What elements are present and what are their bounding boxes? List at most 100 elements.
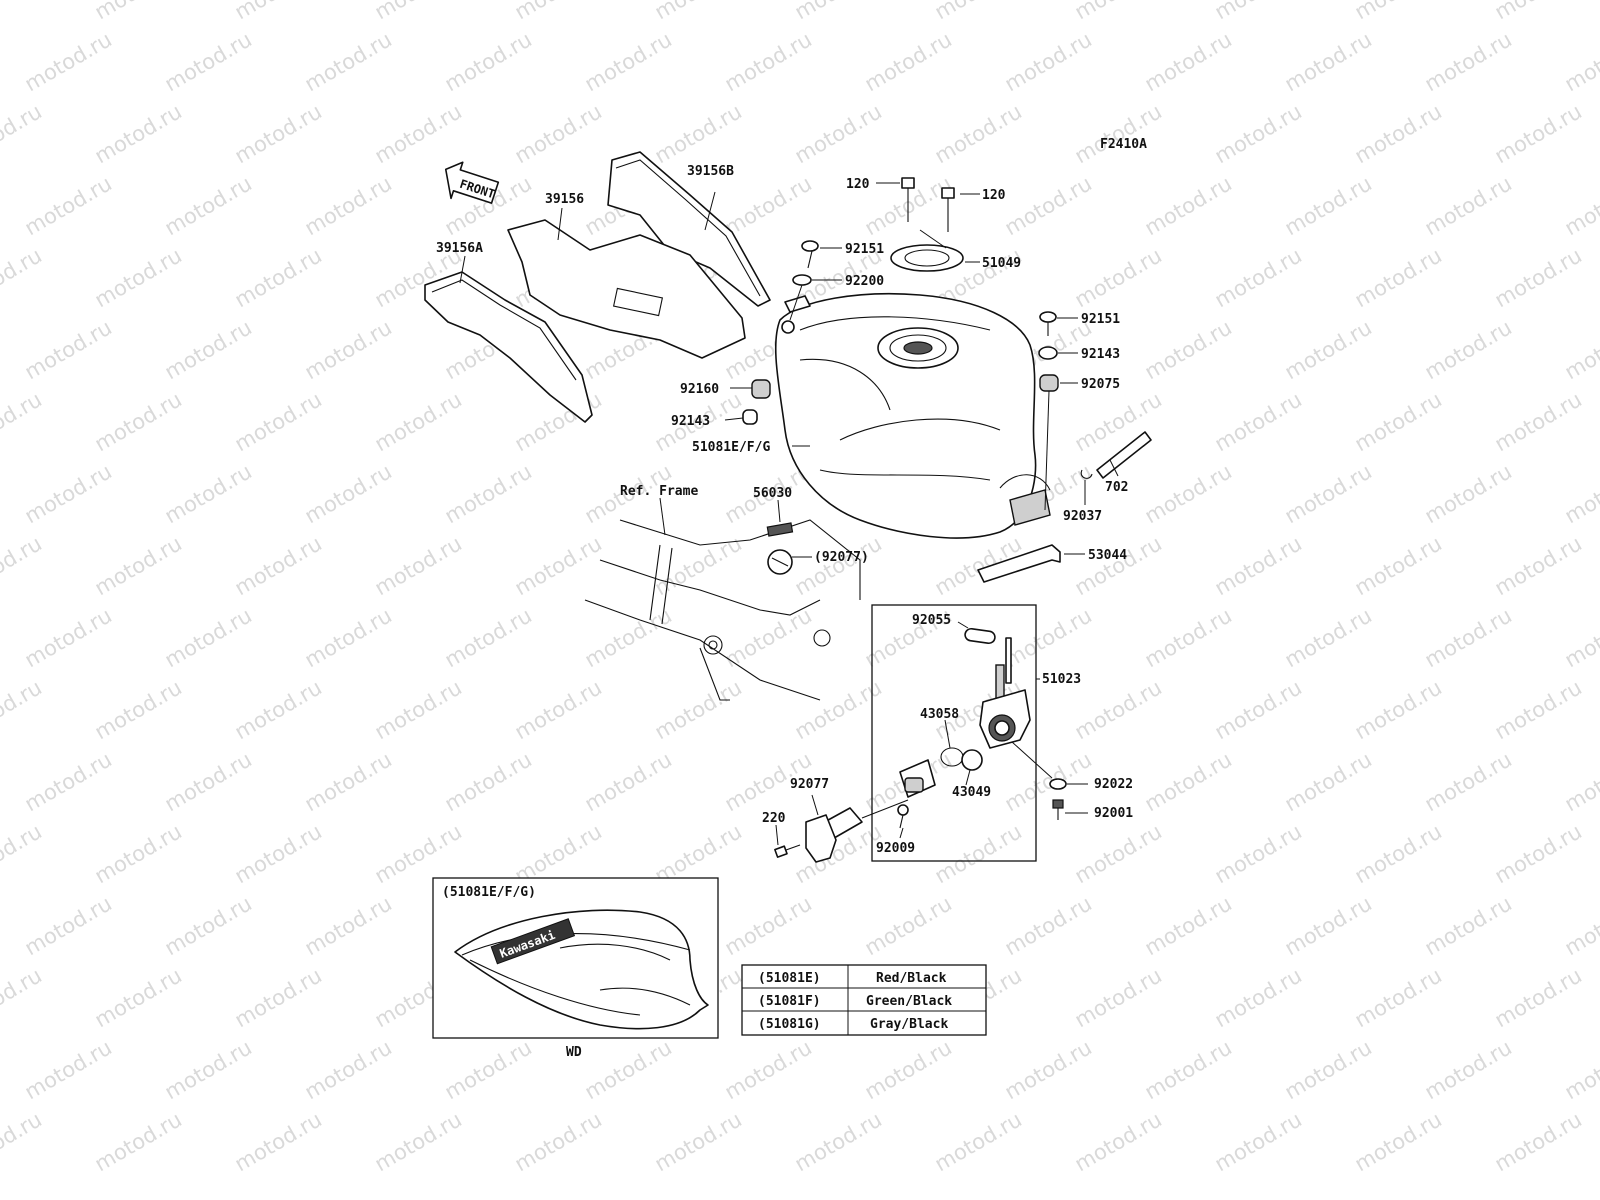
bolt-92151b: [1039, 311, 1057, 336]
watermark-text: motod.ru: [1421, 27, 1516, 96]
watermark-text: motod.ru: [441, 603, 536, 672]
watermark-text: motod.ru: [1351, 963, 1446, 1032]
callout-43049: 43049: [952, 785, 991, 800]
watermark-text: motod.ru: [301, 1035, 396, 1104]
watermark-text: motod.ru: [1561, 315, 1600, 384]
callout-92200: 92200: [845, 274, 884, 289]
cap-92143a: [1038, 346, 1058, 360]
callout-51081EFG: 51081E/F/G: [692, 440, 770, 455]
watermark-text: motod.ru: [1071, 243, 1166, 312]
callout-92077-valve: 92077: [790, 777, 829, 792]
watermark-text: motod.ru: [1351, 675, 1446, 744]
watermark-text: motod.ru: [651, 0, 746, 24]
watermark-text: motod.ru: [301, 27, 396, 96]
watermark-text: motod.ru: [1001, 891, 1096, 960]
watermark-text: motod.ru: [1281, 171, 1376, 240]
watermark-text: motod.ru: [651, 675, 746, 744]
callout-labels: 39156B 39156 39156A 120 120 92151 92200 …: [436, 164, 1133, 856]
watermark-text: motod.ru: [1421, 603, 1516, 672]
watermark-text: motod.ru: [161, 1035, 256, 1104]
callout-92009: 92009: [876, 841, 915, 856]
washer-92200: [792, 274, 812, 286]
watermark-text: motod.ru: [21, 27, 116, 96]
watermark-text: motod.ru: [1561, 891, 1600, 960]
watermark-text: motod.ru: [1351, 1107, 1446, 1176]
table-code-0: (51081E): [758, 971, 821, 986]
watermark-text: motod.ru: [1561, 603, 1600, 672]
watermark-text: motod.ru: [1281, 747, 1376, 816]
callout-53044: 53044: [1088, 548, 1127, 563]
watermark-text: motod.ru: [651, 1107, 746, 1176]
watermark-text: motod.ru: [1281, 459, 1376, 528]
watermark-text: motod.ru: [1211, 1107, 1306, 1176]
watermark-text: motod.ru: [1351, 99, 1446, 168]
watermark-text: motod.ru: [511, 675, 606, 744]
watermark-text: motod.ru: [231, 0, 326, 24]
watermark-text: motod.ru: [161, 747, 256, 816]
color-table: (51081E) Red/Black (51081F) Green/Black …: [741, 964, 987, 1036]
watermark-text: motod.ru: [231, 963, 326, 1032]
callout-92037: 92037: [1063, 509, 1102, 524]
watermark-text: motod.ru: [0, 387, 46, 456]
watermark-text: motod.ru: [1491, 1107, 1586, 1176]
watermark-text: motod.ru: [301, 603, 396, 672]
watermark-text: motod.ru: [21, 603, 116, 672]
watermark-text: motod.ru: [1561, 747, 1600, 816]
callout-92001: 92001: [1094, 806, 1133, 821]
watermark-text: motod.ru: [1561, 27, 1600, 96]
watermark-text: motod.ru: [1351, 387, 1446, 456]
pad-39156A: [424, 271, 593, 423]
watermark-text: motod.ru: [231, 1107, 326, 1176]
table-code-2: (51081G): [758, 1017, 821, 1032]
watermark-text: motod.ru: [931, 819, 1026, 888]
watermark-text: motod.ru: [651, 99, 746, 168]
watermark-text: motod.ru: [1001, 27, 1096, 96]
callout-220: 220: [762, 811, 786, 826]
watermark-text: motod.ru: [231, 819, 326, 888]
watermark-text: motod.ru: [1141, 459, 1236, 528]
watermark-text: motod.ru: [1071, 963, 1166, 1032]
frame-reference: [584, 519, 861, 701]
watermark-text: motod.ru: [0, 531, 46, 600]
watermark-text: motod.ru: [1211, 963, 1306, 1032]
watermark-text: motod.ru: [301, 459, 396, 528]
watermark-text: motod.ru: [0, 0, 46, 24]
watermark-text: motod.ru: [1491, 675, 1586, 744]
watermark-text: motod.ru: [791, 0, 886, 24]
pad-39156B: [607, 151, 771, 307]
watermark-text: motod.ru: [1001, 1035, 1096, 1104]
watermark-text: motod.ru: [301, 747, 396, 816]
watermark-text: motod.ru: [1211, 0, 1306, 24]
watermark-text: motod.ru: [1351, 243, 1446, 312]
watermark-text: motod.ru: [91, 243, 186, 312]
watermark-text: motod.ru: [581, 603, 676, 672]
watermark-text: motod.ru: [1421, 171, 1516, 240]
watermark-text: motod.ru: [0, 963, 46, 1032]
watermark-text: motod.ru: [1281, 891, 1376, 960]
watermark-text: motod.ru: [861, 891, 956, 960]
watermark-text: motod.ru: [371, 0, 466, 24]
damper-92075: [1039, 374, 1059, 392]
watermark-text: motod.ru: [91, 387, 186, 456]
cap-92143b: [742, 409, 758, 425]
watermark-text: motod.ru: [791, 1107, 886, 1176]
callout-92055: 92055: [912, 613, 951, 628]
watermark-text: motod.ru: [1141, 891, 1236, 960]
table-color-1: Green/Black: [866, 994, 952, 1009]
watermark-text: motod.ru: [1001, 171, 1096, 240]
watermark-text: motod.ru: [1211, 387, 1306, 456]
watermark-text: motod.ru: [721, 171, 816, 240]
watermark-text: motod.ru: [1141, 315, 1236, 384]
watermark-text: motod.ru: [1421, 315, 1516, 384]
watermark-text: motod.ru: [1491, 0, 1586, 24]
watermark-text: motod.ru: [91, 0, 186, 24]
watermark-text: motod.ru: [1561, 1035, 1600, 1104]
watermark-text: motod.ru: [1281, 315, 1376, 384]
watermark-text: motod.ru: [1421, 1035, 1516, 1104]
watermark-text: motod.ru: [21, 315, 116, 384]
callout-39156: 39156: [545, 192, 584, 207]
watermark-text: motod.ru: [511, 0, 606, 24]
watermark-text: motod.ru: [511, 99, 606, 168]
watermark-text: motod.ru: [1491, 531, 1586, 600]
